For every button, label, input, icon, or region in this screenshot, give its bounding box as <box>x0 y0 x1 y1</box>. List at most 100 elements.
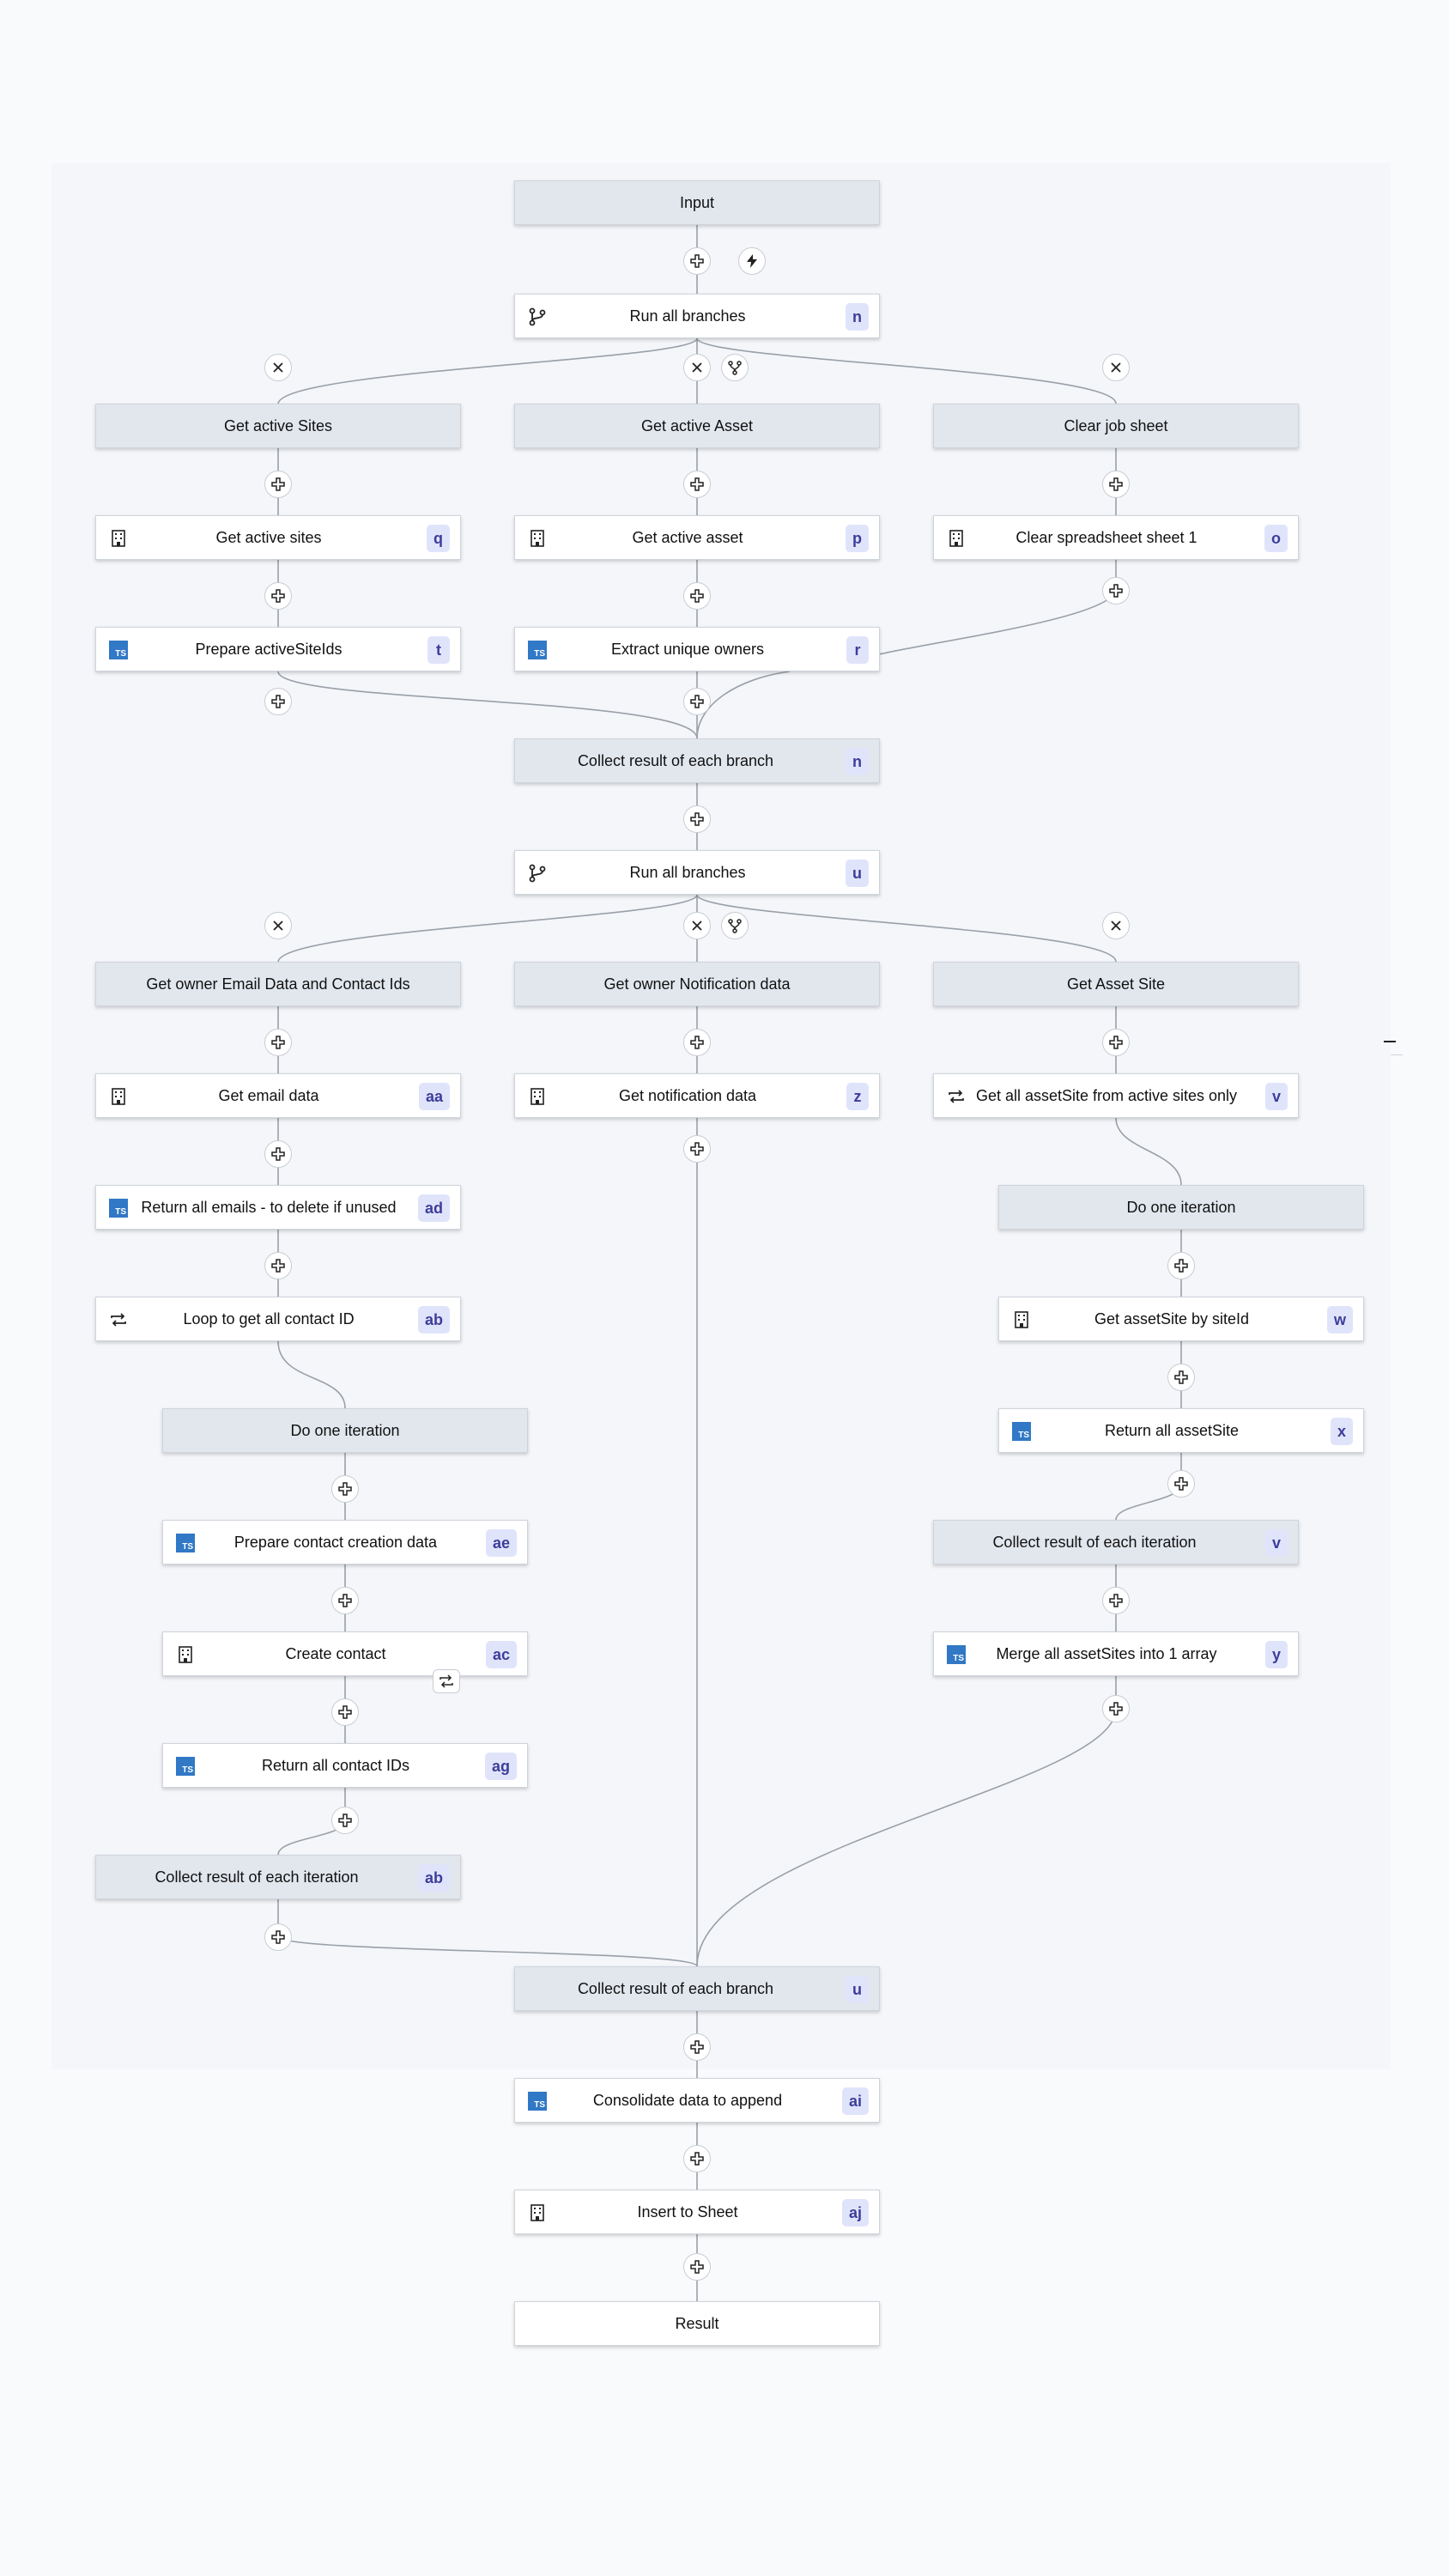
remove-branch-button[interactable] <box>683 912 711 939</box>
add-step-button[interactable] <box>1167 1364 1195 1391</box>
add-step-button[interactable] <box>1102 1587 1130 1614</box>
node-id-badge: p <box>846 525 869 552</box>
loop-iteration-header[interactable]: Do one iteration <box>162 1408 528 1453</box>
add-step-button[interactable] <box>683 1029 711 1056</box>
get-email-data-node[interactable]: Get email data aa <box>95 1073 461 1118</box>
building-icon <box>527 528 548 549</box>
collect-iteration-node[interactable]: Collect result of each iteration ab <box>95 1855 461 1899</box>
add-step-button[interactable] <box>1102 1695 1130 1722</box>
add-step-button[interactable] <box>1102 1029 1130 1056</box>
prepare-contact-data-node[interactable]: TS Prepare contact creation data ae <box>162 1520 528 1564</box>
loop-icon <box>108 1309 129 1330</box>
node-label: Get assetSite by siteId <box>1094 1309 1250 1327</box>
insert-to-sheet-node[interactable]: Insert to Sheet aj <box>514 2190 880 2234</box>
node-id-badge: ab <box>417 1306 450 1334</box>
building-icon <box>108 528 129 549</box>
get-notification-data-node[interactable]: Get notification data z <box>514 1073 880 1118</box>
collect-iteration-node[interactable]: Collect result of each iteration v <box>933 1520 1299 1564</box>
typescript-icon: TS <box>946 1644 967 1665</box>
add-branch-button[interactable] <box>721 354 749 381</box>
branch-header[interactable]: Get owner Email Data and Contact Ids <box>95 962 461 1006</box>
add-step-button[interactable] <box>264 471 292 498</box>
add-step-button[interactable] <box>683 471 711 498</box>
remove-branch-button[interactable] <box>1102 912 1130 939</box>
add-step-button[interactable] <box>1167 1252 1195 1279</box>
branch-header[interactable]: Get active Sites <box>95 404 461 448</box>
add-step-button[interactable] <box>1102 471 1130 498</box>
add-branch-button[interactable] <box>721 912 749 939</box>
add-step-button[interactable] <box>264 582 292 610</box>
add-step-button[interactable] <box>683 688 711 715</box>
get-active-asset-node[interactable]: Get active asset p <box>514 515 880 560</box>
add-step-button[interactable] <box>331 1587 359 1614</box>
remove-branch-button[interactable] <box>1102 354 1130 381</box>
add-step-button[interactable] <box>1167 1470 1195 1498</box>
branch-icon <box>527 307 548 327</box>
input-node[interactable]: Input <box>514 180 880 225</box>
return-all-assetsite-node[interactable]: TS Return all assetSite x <box>998 1408 1364 1453</box>
prepare-activesiteids-node[interactable]: TS Prepare activeSiteIds t <box>95 627 461 671</box>
node-label: Collect result of each branch <box>577 751 774 769</box>
remove-branch-button[interactable] <box>264 912 292 939</box>
building-icon <box>175 1644 196 1665</box>
collect-branch-node[interactable]: Collect result of each branch n <box>514 738 880 783</box>
loop-iteration-header[interactable]: Do one iteration <box>998 1185 1364 1230</box>
node-label: Run all branches <box>629 863 746 881</box>
collect-branch-node[interactable]: Collect result of each branch u <box>514 1966 880 2011</box>
add-step-button[interactable] <box>264 1923 292 1951</box>
branch-header[interactable]: Get active Asset <box>514 404 880 448</box>
add-step-button[interactable] <box>331 1475 359 1503</box>
add-step-button[interactable] <box>683 1135 711 1163</box>
plus-icon <box>1109 1594 1123 1607</box>
add-step-button[interactable] <box>683 247 711 275</box>
create-contact-node[interactable]: Create contact ac <box>162 1631 528 1676</box>
branch-header[interactable]: Clear job sheet <box>933 404 1299 448</box>
node-label: Get active sites <box>215 528 322 546</box>
branch-header[interactable]: Get Asset Site <box>933 962 1299 1006</box>
consolidate-data-node[interactable]: TS Consolidate data to append ai <box>514 2078 880 2123</box>
trigger-button[interactable] <box>738 247 766 275</box>
plus-icon <box>271 477 285 491</box>
result-node[interactable]: Result <box>514 2301 880 2346</box>
plus-icon <box>1109 1036 1123 1049</box>
run-all-branches-node[interactable]: Run all branches u <box>514 850 880 895</box>
node-label: Get owner Email Data and Contact Ids <box>146 975 410 993</box>
plus-icon <box>690 695 704 708</box>
add-step-button[interactable] <box>264 688 292 715</box>
loop-contact-id-node[interactable]: Loop to get all contact ID ab <box>95 1297 461 1341</box>
add-step-button[interactable] <box>683 2145 711 2172</box>
node-label: Get all assetSite from active sites only <box>975 1086 1238 1104</box>
extract-unique-owners-node[interactable]: TS Extract unique owners r <box>514 627 880 671</box>
remove-branch-button[interactable] <box>683 354 711 381</box>
add-step-button[interactable] <box>264 1252 292 1279</box>
minimize-marker[interactable] <box>1384 1041 1396 1042</box>
add-step-button[interactable] <box>331 1807 359 1834</box>
branch-header[interactable]: Get owner Notification data <box>514 962 880 1006</box>
building-icon <box>527 2202 548 2223</box>
add-step-button[interactable] <box>683 2253 711 2281</box>
add-step-button[interactable] <box>683 2033 711 2061</box>
retry-loop-marker[interactable] <box>433 1669 460 1693</box>
remove-branch-button[interactable] <box>264 354 292 381</box>
clear-spreadsheet-node[interactable]: Clear spreadsheet sheet 1 o <box>933 515 1299 560</box>
typescript-icon: TS <box>175 1533 196 1553</box>
get-all-assetsite-loop-node[interactable]: Get all assetSite from active sites only… <box>933 1073 1299 1118</box>
plus-icon <box>338 1594 352 1607</box>
return-all-emails-node[interactable]: TS Return all emails - to delete if unus… <box>95 1185 461 1230</box>
node-label: Get email data <box>218 1086 319 1104</box>
get-active-sites-node[interactable]: Get active sites q <box>95 515 461 560</box>
merge-assetsites-node[interactable]: TS Merge all assetSites into 1 array y <box>933 1631 1299 1676</box>
plus-icon <box>271 1930 285 1944</box>
add-step-button[interactable] <box>683 582 711 610</box>
node-id-badge: ad <box>417 1194 450 1222</box>
add-step-button[interactable] <box>683 805 711 833</box>
add-step-button[interactable] <box>1102 577 1130 605</box>
node-label: Loop to get all contact ID <box>183 1309 355 1327</box>
get-assetsite-by-siteid-node[interactable]: Get assetSite by siteId w <box>998 1297 1364 1341</box>
run-all-branches-node[interactable]: Run all branches n <box>514 294 880 338</box>
return-all-contact-ids-node[interactable]: TS Return all contact IDs ag <box>162 1743 528 1788</box>
add-step-button[interactable] <box>264 1029 292 1056</box>
add-step-button[interactable] <box>331 1698 359 1726</box>
add-step-button[interactable] <box>264 1140 292 1168</box>
